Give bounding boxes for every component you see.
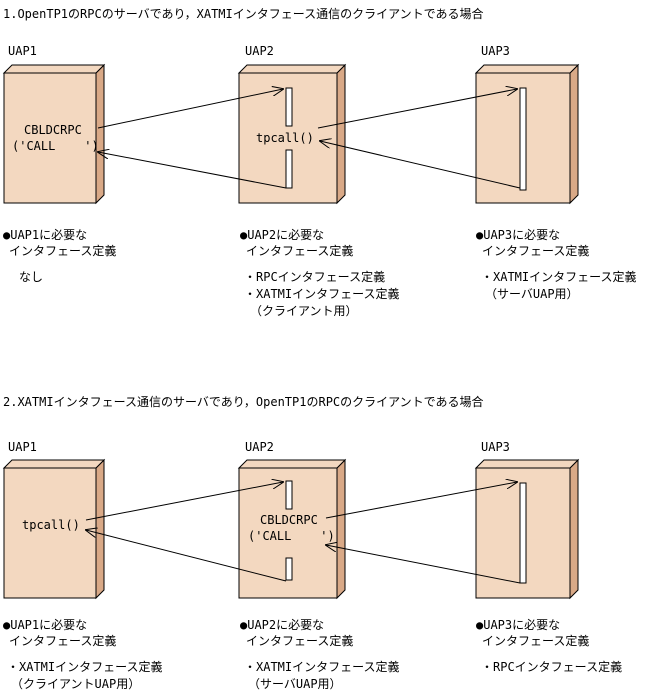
s1-arrow-uap1-to-uap2 [97,89,283,129]
s1-arrow-uap2-to-uap1 [98,152,287,189]
s2-uap2-item-1: （サーバUAP用） [248,677,342,691]
s1-uap2-label: UAP2 [245,44,274,58]
s1-uap1-item-0: なし [19,270,44,284]
s2-uap2-bar-upper [285,480,293,510]
s1-uap2-call-line1: tpcall() [256,131,314,145]
s2-uap2-bar-lower [285,557,293,581]
s1-uap2-bar-upper [285,87,293,127]
s1-uap2-req-heading: ●UAP2に必要な [240,228,325,242]
s1-uap3-bar [519,87,527,191]
s2-uap3-req-heading: ●UAP3に必要な [476,618,561,632]
s1-uap1-label: UAP1 [8,44,37,58]
s2-uap1-box [2,458,106,600]
s2-arrow-uap1-to-uap2 [85,482,283,521]
s1-uap1-req-sub: インタフェース定義 [9,244,117,258]
s2-arrow-uap2-to-uap3 [325,482,517,519]
s1-arrow-uap2-to-uap3 [317,89,517,129]
s1-uap3-req-heading: ●UAP3に必要な [476,228,561,242]
s1-uap3-box [474,63,580,205]
s1-uap3-item-1: （サーバUAP用） [485,287,579,301]
s1-uap2-item-0: ・RPCインタフェース定義 [244,270,386,284]
s1-uap3-item-0: ・XATMIインタフェース定義 [481,270,637,284]
s2-uap2-call-line1: CBLDCRPC [260,513,318,527]
s1-uap2-item-1: ・XATMIインタフェース定義 [244,287,400,301]
s2-uap3-label: UAP3 [481,440,510,454]
s2-uap1-item-0: ・XATMIインタフェース定義 [7,660,163,674]
s2-uap2-req-sub: インタフェース定義 [246,634,354,648]
s1-uap1-call-line2: ('CALL ') [12,139,99,153]
s1-uap2-item-2: （クライアント用） [250,304,358,318]
s2-uap2-item-0: ・XATMIインタフェース定義 [244,660,400,674]
s1-uap3-req-sub: インタフェース定義 [482,244,590,258]
s2-uap1-req-heading: ●UAP1に必要な [3,618,88,632]
s1-uap2-req-sub: インタフェース定義 [246,244,354,258]
s2-uap2-req-heading: ●UAP2に必要な [240,618,325,632]
s1-uap1-box [2,63,106,205]
s2-uap2-call-line2: ('CALL ') [248,529,335,543]
s1-uap2-bar-lower [285,149,293,189]
s2-uap1-item-1: （クライアントUAP用） [11,677,141,691]
s2-uap3-item-0: ・RPCインタフェース定義 [481,660,623,674]
s2-arrow-uap3-to-uap2 [326,545,521,584]
s1-uap1-req-heading: ●UAP1に必要な [3,228,88,242]
s1-uap3-label: UAP3 [481,44,510,58]
s2-uap1-req-sub: インタフェース定義 [9,634,117,648]
s1-arrow-uap3-to-uap2 [320,141,521,189]
s2-uap1-call-line1: tpcall() [22,518,80,532]
s2-uap2-label: UAP2 [245,440,274,454]
s2-arrow-uap2-to-uap1 [86,530,287,582]
s2-uap1-label: UAP1 [8,440,37,454]
section2-heading: 2.XATMIインタフェース通信のサーバであり，OpenTP1のRPCのクライア… [3,395,484,409]
section1-heading: 1.OpenTP1のRPCのサーバであり，XATMIインタフェース通信のクライア… [3,7,484,21]
s2-uap3-req-sub: インタフェース定義 [482,634,590,648]
s2-uap3-bar [519,482,527,584]
s1-uap1-call-line1: CBLDCRPC [24,123,82,137]
